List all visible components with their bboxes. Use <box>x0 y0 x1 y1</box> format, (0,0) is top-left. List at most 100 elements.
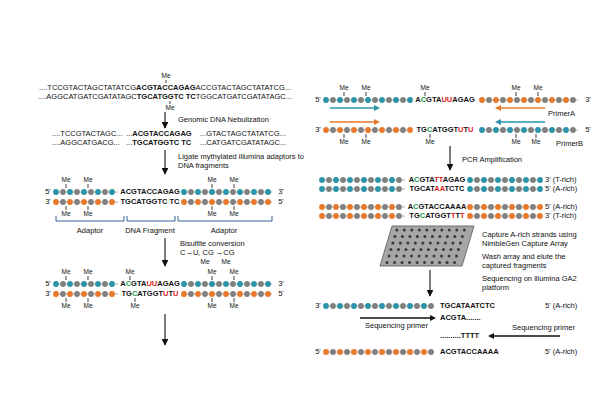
nucleotide-bead <box>407 127 413 133</box>
nucleotide-bead <box>53 281 59 287</box>
nucleotide-bead <box>493 127 499 133</box>
nucleotide-bead <box>523 204 529 210</box>
methyl-mark: Me <box>207 176 216 183</box>
nucleotide-bead <box>474 177 480 183</box>
methyl-mark: Me <box>229 210 238 217</box>
nucleotide-bead <box>351 303 357 309</box>
methyl-tick <box>88 206 89 210</box>
nucleotide-bead <box>407 349 413 355</box>
array-spot <box>419 248 422 251</box>
nucleotide-bead <box>344 303 350 309</box>
array-spot <box>425 229 428 232</box>
nucleotide-bead <box>372 127 378 133</box>
nucleotide-bead <box>74 291 80 297</box>
nucleotide-bead <box>467 177 473 183</box>
array-spot <box>463 229 466 232</box>
nucleotide-bead <box>382 177 388 183</box>
array-spot <box>455 255 458 258</box>
nucleotide-bead <box>493 97 499 103</box>
primer-arrow <box>330 107 376 109</box>
array-spot <box>436 242 439 245</box>
strand-end-label: 3' (T-rich) <box>545 212 576 221</box>
nucleotide-bead <box>502 177 508 183</box>
methyl-mark: Me <box>511 138 520 145</box>
nucleotide-bead <box>382 204 388 210</box>
strand-end-label: 3' <box>45 290 51 299</box>
nucleotide-bead <box>351 97 357 103</box>
nucleotide-bead <box>507 127 513 133</box>
text-run: C <box>132 289 137 298</box>
methyl-mark: Me <box>200 258 209 265</box>
text-run: ATGGT <box>432 125 458 134</box>
nucleotide-bead <box>67 199 73 205</box>
nucleotide-bead <box>368 204 374 210</box>
nucleotide-bead <box>337 303 343 309</box>
nucleotide-bead <box>365 303 371 309</box>
array-spot <box>395 229 398 232</box>
methyl-tick <box>234 298 235 302</box>
nucleotide-bead <box>514 127 520 133</box>
array-spot <box>410 229 413 232</box>
primer-arrow <box>492 335 560 337</box>
methyl-tick <box>170 101 171 104</box>
text-run: TGGCATGATCGATATAGC... <box>196 92 292 101</box>
nucleotide-bead <box>375 204 381 210</box>
array-spot <box>418 255 421 258</box>
nucleotide-bead <box>216 291 222 297</box>
nucleotide-bead <box>386 97 392 103</box>
strand-end-label: 3' <box>315 302 321 311</box>
methyl-mark: Me <box>229 268 238 275</box>
primer-label: Sequencing primer <box>512 324 575 333</box>
text-run: C <box>420 211 425 220</box>
text-run: T <box>460 211 465 220</box>
array-spot <box>410 255 413 258</box>
nucleotide-bead <box>516 213 522 219</box>
methyl-mark: Me <box>533 84 542 91</box>
nucleotide-bead <box>67 189 73 195</box>
methyl-tick <box>212 276 213 280</box>
methyl-tick <box>344 92 345 96</box>
nucleotide-bead <box>188 189 194 195</box>
nucleotide-bead <box>74 189 80 195</box>
text-run: T <box>455 211 460 220</box>
nucleotide-bead <box>67 291 73 297</box>
methyl-mark: Me <box>61 302 70 309</box>
nucleotide-bead <box>428 303 434 309</box>
nucleotide-bead <box>500 127 506 133</box>
text-run: ATGGT <box>137 289 163 298</box>
nucleotide-bead <box>351 127 357 133</box>
nucleotide-bead <box>209 189 215 195</box>
nucleotide-bead <box>333 204 339 210</box>
nucleotide-bead <box>230 199 236 205</box>
nucleotide-bead <box>372 303 378 309</box>
nucleotide-bead <box>556 127 562 133</box>
nucleotide-bead <box>195 199 201 205</box>
primer-arrowhead <box>495 119 501 125</box>
methyl-tick <box>366 92 367 96</box>
nucleotide-bead <box>195 281 201 287</box>
nucleotide-bead <box>251 189 257 195</box>
nucleotide-bead <box>556 97 562 103</box>
array-spot <box>434 248 437 251</box>
primer-arrow <box>360 317 432 319</box>
sequence-text: ....AGGCATGACG... <box>52 139 120 148</box>
strand-end-label: 3' (T-rich) <box>545 176 576 185</box>
strand-end-label: 5' <box>315 348 321 357</box>
process-arrows <box>165 105 560 345</box>
methyl-mark: Me <box>61 268 70 275</box>
text-run: TGCATGGTC TC <box>120 197 179 206</box>
methyl-tick <box>88 184 89 188</box>
nucleotide-bead <box>323 97 329 103</box>
nucleotide-bead <box>523 213 529 219</box>
strand-end-label: 5' <box>585 126 591 135</box>
step-label: Capture A-rich strands using NimbleGen C… <box>482 231 582 248</box>
nucleotide-bead <box>333 177 339 183</box>
methyl-tick <box>135 298 136 302</box>
nucleotide-bead <box>502 213 508 219</box>
nucleotide-bead <box>530 186 536 192</box>
primer-label: PrimerB <box>556 140 583 149</box>
nucleotide-bead <box>333 186 339 192</box>
nucleotide-bead <box>375 186 381 192</box>
nucleotide-bead <box>88 199 94 205</box>
array-spot <box>423 235 426 238</box>
